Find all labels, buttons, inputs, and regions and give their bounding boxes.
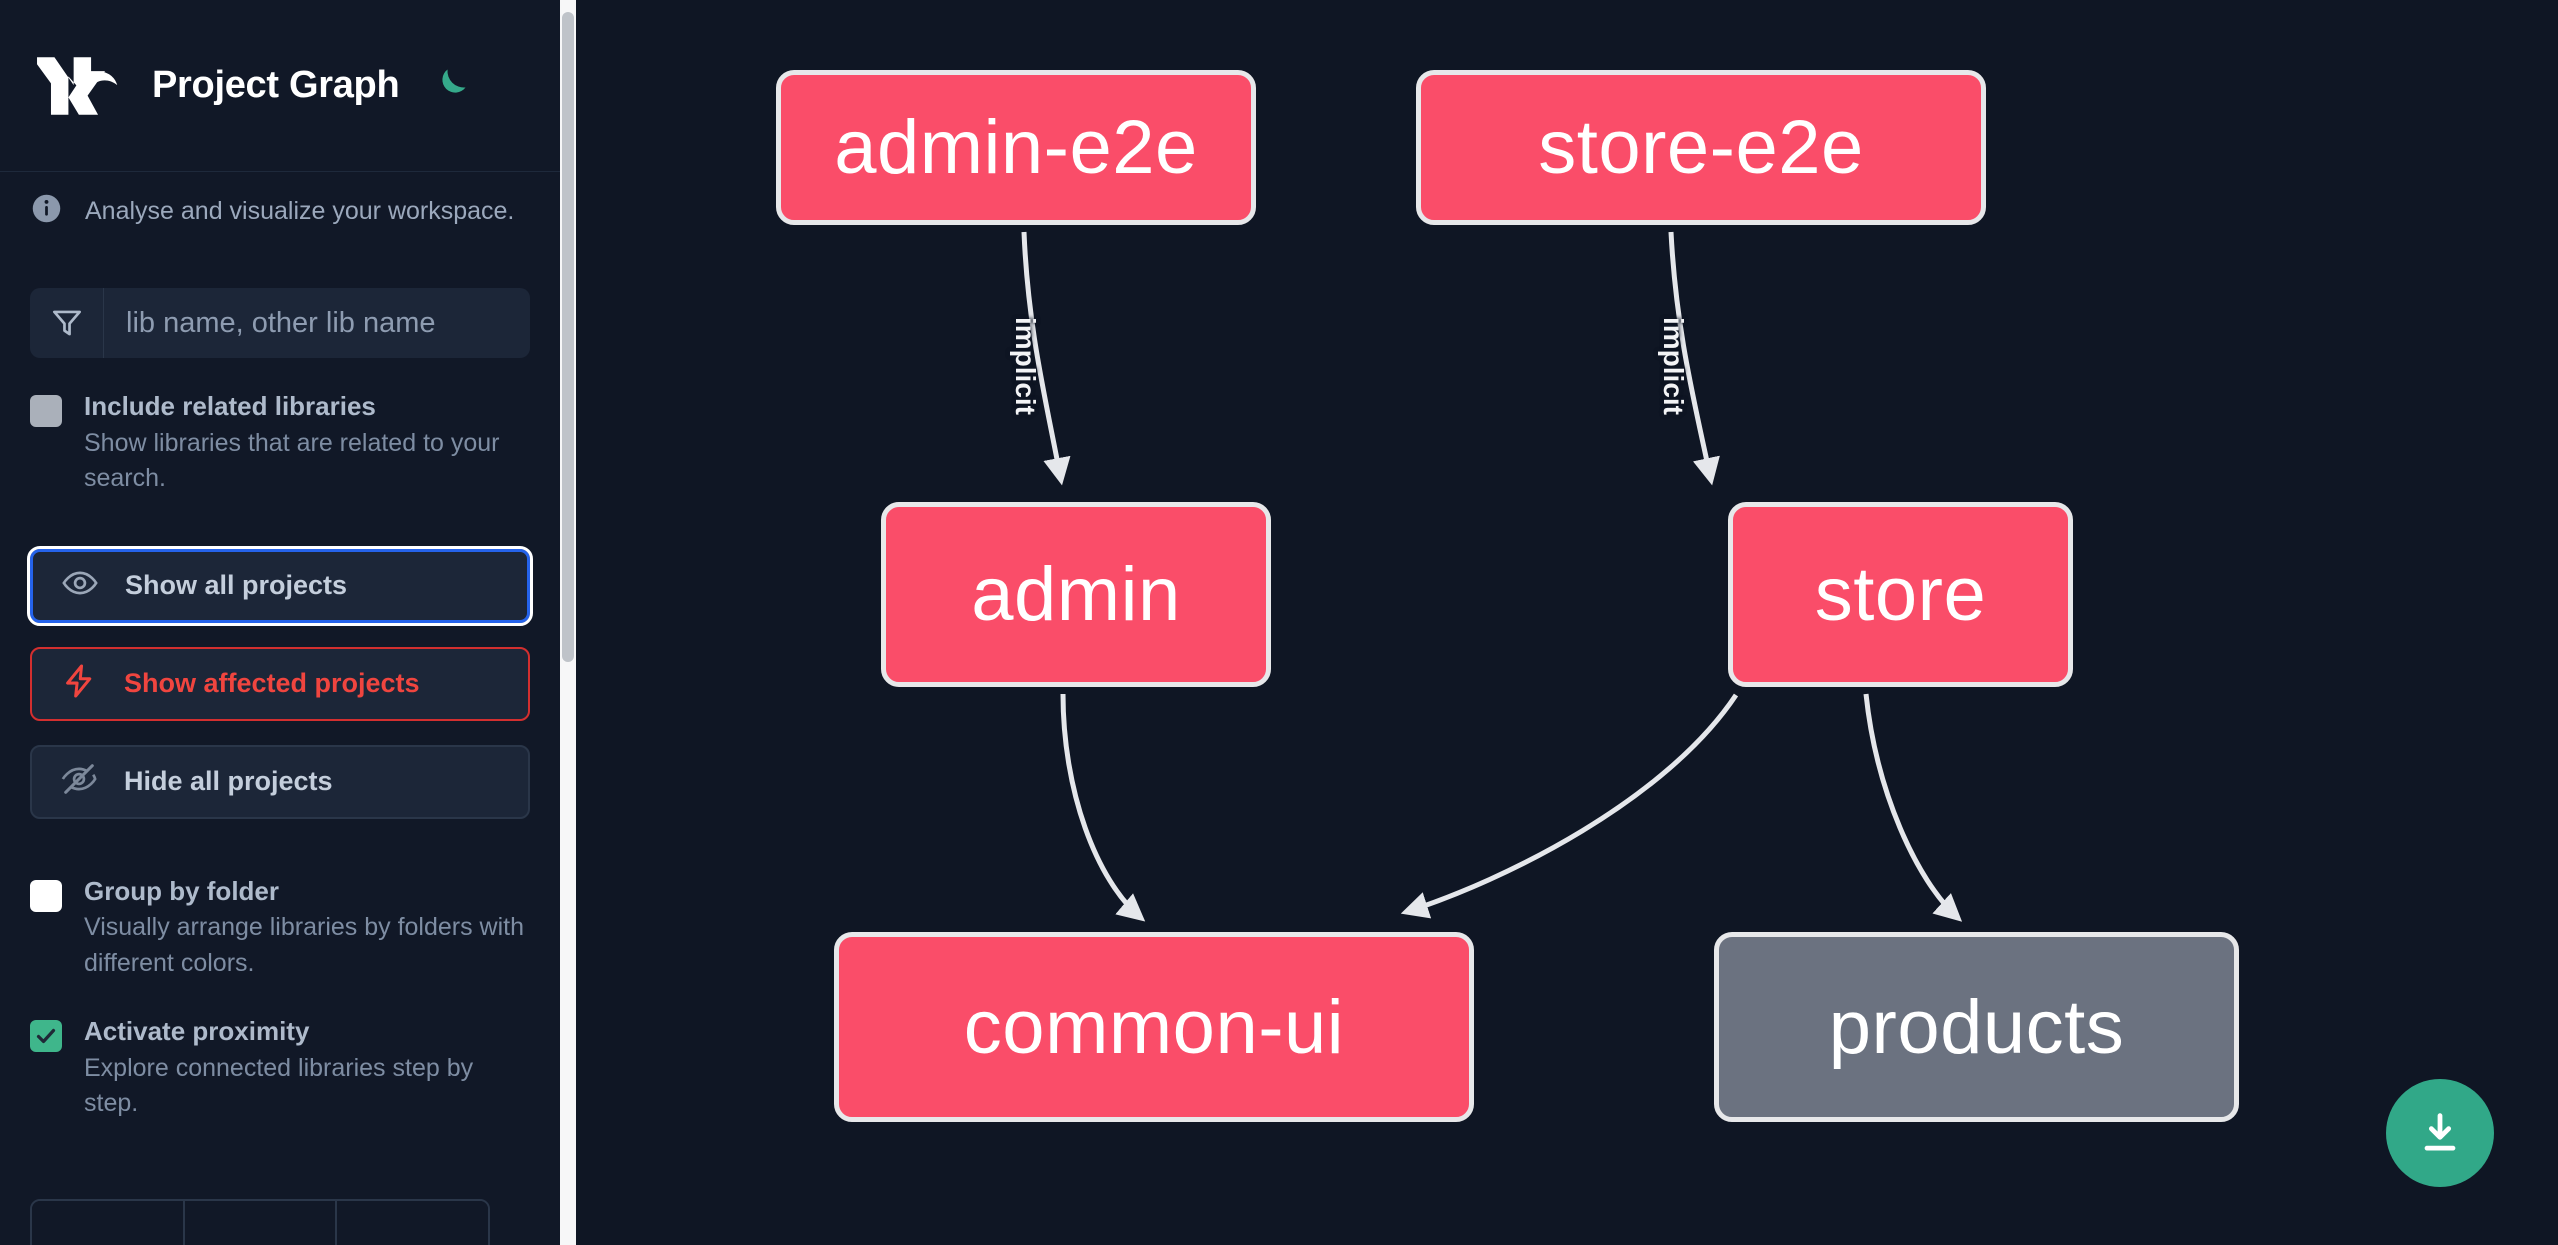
page-title: Project Graph	[152, 64, 400, 106]
option-include-related-libraries[interactable]: Include related libraries Show libraries…	[0, 390, 560, 497]
sidebar: Project Graph Analyse and visualize your…	[0, 0, 560, 1245]
option-label: Group by folder	[84, 875, 279, 906]
checkbox-group-by-folder[interactable]	[30, 879, 62, 912]
option-description: Visually arrange libraries by folders wi…	[84, 913, 525, 977]
bottom-group-item[interactable]	[184, 1201, 338, 1245]
sidebar-header: Project Graph	[0, 0, 560, 172]
eye-off-icon	[60, 760, 98, 803]
nx-logo-icon	[30, 52, 126, 120]
edge-label-implicit-admin: implicit	[1010, 316, 1042, 416]
graph-canvas[interactable]: admin-e2e store-e2e admin store common-u…	[576, 0, 2558, 1245]
node-label: admin-e2e	[834, 105, 1198, 190]
node-label: products	[1828, 984, 2125, 1070]
bottom-group-item[interactable]	[337, 1201, 488, 1245]
checkbox-activate-proximity[interactable]	[30, 1020, 62, 1052]
show-affected-projects-button[interactable]: Show affected projects	[30, 646, 530, 721]
node-label: store	[1814, 552, 1987, 637]
tagline: Analyse and visualize your workspace.	[0, 172, 560, 250]
search-input[interactable]	[104, 288, 530, 358]
edge-admin-e2e-admin	[1021, 231, 1071, 486]
edge-store-products	[1863, 693, 1963, 922]
option-description: Show libraries that are related to your …	[84, 428, 500, 493]
option-group-by-folder[interactable]: Group by folder Visually arrange librari…	[0, 875, 560, 982]
download-button[interactable]	[2386, 1079, 2494, 1187]
graph-node-common-ui[interactable]: common-ui	[834, 932, 1474, 1122]
node-label: admin	[971, 552, 1181, 637]
show-all-projects-button[interactable]: Show all projects	[27, 545, 533, 626]
edge-label-implicit-store: implicit	[1658, 316, 1690, 416]
option-activate-proximity[interactable]: Activate proximity Explore connected lib…	[0, 1015, 560, 1122]
sidebar-scrollbar-thumb[interactable]	[562, 12, 574, 662]
edge-admin-common-ui	[1060, 693, 1146, 922]
bottom-group-item[interactable]	[32, 1201, 185, 1245]
tagline-text: Analyse and visualize your workspace.	[85, 196, 515, 225]
info-icon	[30, 192, 63, 230]
graph-node-admin-e2e[interactable]: admin-e2e	[776, 70, 1256, 225]
button-label: Show all projects	[125, 570, 348, 600]
bottom-button-group[interactable]	[30, 1199, 490, 1245]
hide-all-projects-button[interactable]: Hide all projects	[30, 744, 530, 819]
graph-node-store[interactable]: store	[1728, 502, 2073, 687]
node-label: common-ui	[963, 984, 1345, 1070]
checkbox-include-related-libraries[interactable]	[30, 395, 62, 427]
button-label: Show affected projects	[124, 668, 420, 698]
option-label: Activate proximity	[84, 1016, 310, 1046]
edge-store-common-ui	[1400, 693, 1739, 919]
eye-icon	[61, 564, 99, 607]
graph-edges	[1021, 231, 1963, 922]
edge-store-e2e-store	[1668, 231, 1720, 486]
option-label: Include related libraries	[84, 391, 376, 421]
lightning-bolt-icon	[60, 662, 98, 705]
projects-button-group: Show all projects Show affected projects	[27, 545, 533, 819]
button-label: Hide all projects	[124, 766, 333, 796]
search-row	[30, 288, 530, 358]
graph-node-admin[interactable]: admin	[881, 502, 1271, 687]
filter-icon[interactable]	[30, 288, 104, 358]
graph-node-store-e2e[interactable]: store-e2e	[1416, 70, 1986, 225]
graph-node-products[interactable]: products	[1714, 932, 2239, 1122]
option-description: Explore connected libraries step by step…	[84, 1053, 474, 1118]
node-label: store-e2e	[1538, 105, 1864, 190]
moon-icon[interactable]	[425, 62, 473, 110]
